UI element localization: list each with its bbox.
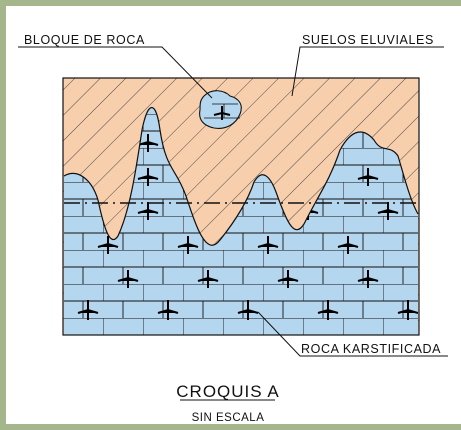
- label-roca: ROCA KARSTIFICADA: [301, 342, 441, 356]
- soil-layer: [63, 78, 419, 335]
- caption-subtitle: SIN ESCALA: [192, 412, 265, 424]
- rock-block-icon: [199, 90, 242, 129]
- section-box: [62, 77, 420, 336]
- label-bloque: BLOQUE DE ROCA: [24, 33, 145, 47]
- leader-bloque: [18, 46, 213, 99]
- leader-roca: [257, 311, 448, 357]
- caption-title: CROQUIS A: [176, 382, 279, 401]
- label-suelos: SUELOS ELUVIALES: [302, 33, 434, 47]
- leader-suelos: [291, 46, 444, 97]
